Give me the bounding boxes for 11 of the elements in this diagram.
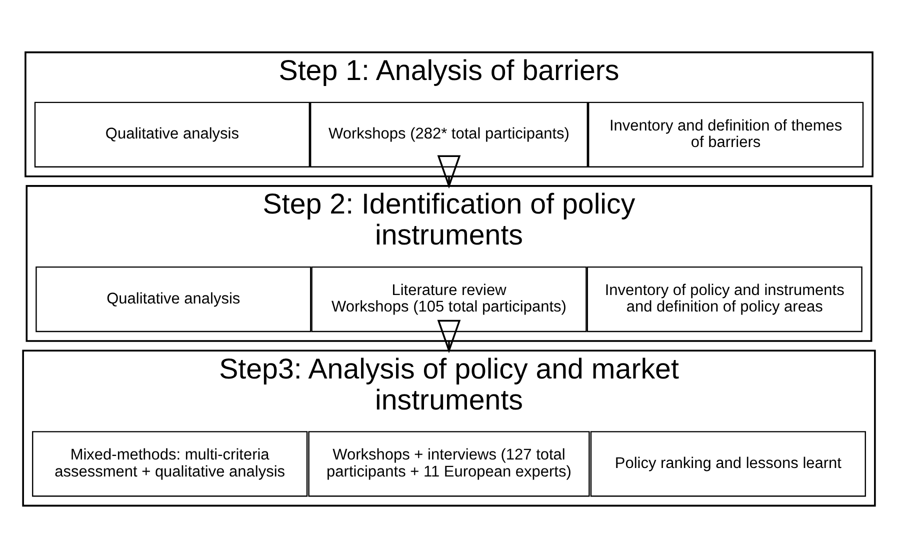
node-box: Qualitative analysis [36, 266, 312, 332]
node-box: Literature review Workshops (105 total participants) [311, 266, 587, 332]
node-box: Policy ranking and lessons learnt [590, 431, 866, 497]
arrow [437, 155, 461, 189]
node-box: Workshops + interviews (127 total participants + 11 European experts) [308, 431, 590, 497]
node-box: Qualitative analysis [34, 102, 310, 168]
node-box: Inventory and definition of themes of barriers [588, 102, 864, 168]
arrow [437, 320, 461, 354]
node-box: Inventory of policy and instruments and definition of policy areas [586, 266, 862, 332]
node-box: Mixed-methods: multi-criteria assessment + qualitative analysis [32, 431, 308, 497]
node-box: Workshops (282* total participants) [310, 102, 588, 168]
